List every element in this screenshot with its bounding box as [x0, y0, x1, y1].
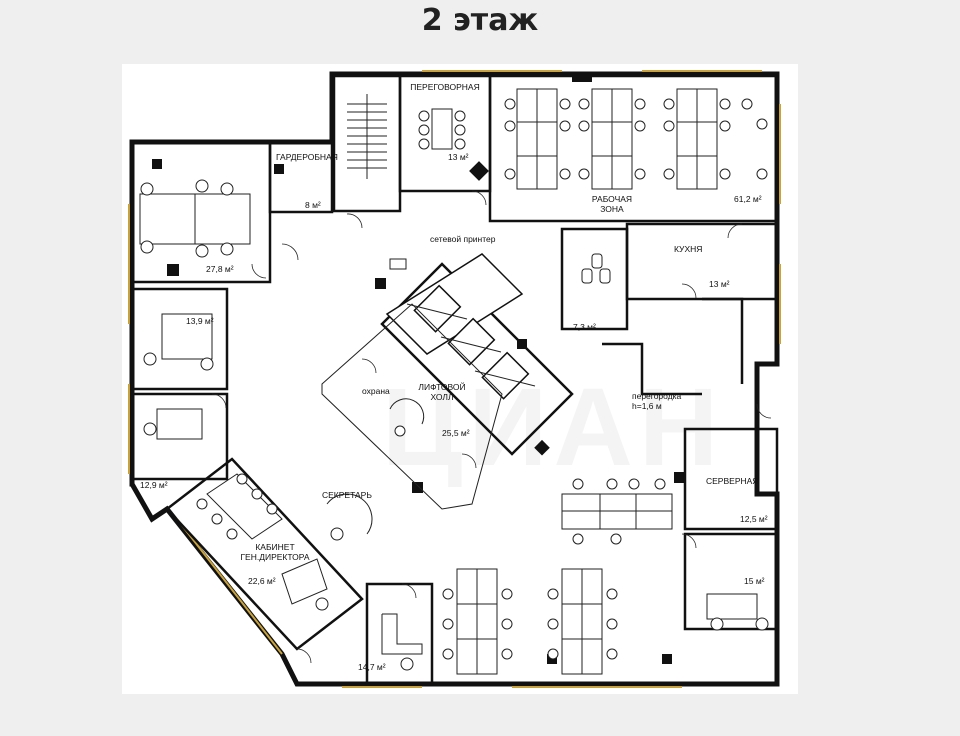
security-desk: [389, 398, 425, 425]
secretary-label: СЕКРЕТАРЬ: [322, 490, 372, 500]
work-zone-name: РАБОЧАЯ ЗОНА: [591, 194, 633, 214]
lift-hall-name: ЛИФТОВОЙ ХОЛЛ: [418, 382, 466, 402]
south-offices: [365, 568, 618, 686]
server-room-name: СЕРВЕРНАЯ: [706, 476, 759, 486]
central-table: [561, 478, 673, 545]
cloakroom-area: 8 м²: [305, 200, 321, 210]
printer-icon: [389, 258, 407, 270]
kitchen-name: КУХНЯ: [674, 244, 703, 254]
director-cabinet-name: КАБИНЕТ ГЕН.ДИРЕКТОРА: [240, 542, 310, 562]
director-cabinet: [165, 457, 364, 651]
page-title: 2 этаж: [421, 3, 539, 38]
secretary-desk: [326, 493, 373, 535]
work-zone-area: 61,2 м²: [734, 194, 762, 204]
east-service-rooms: [560, 222, 779, 396]
stair-block: [332, 74, 402, 213]
kitchen-area: 13 м²: [709, 279, 730, 289]
wc-area: 7,3 м²: [573, 322, 596, 332]
north-west-rooms: [130, 140, 334, 284]
floor-plan: [128, 70, 781, 688]
security-label: охрана: [362, 386, 390, 396]
printer-label: сетевой принтер: [430, 234, 496, 244]
office-w-area: 13,9 м²: [186, 316, 214, 326]
floor-plan-sheet: ЦИАН: [122, 64, 798, 694]
office-s-area: 14,7 м²: [358, 662, 386, 672]
director-cabinet-area: 22,6 м²: [248, 576, 276, 586]
windows: [128, 70, 781, 688]
server-room: [683, 427, 779, 631]
meeting-room-area: 13 м²: [448, 152, 469, 162]
office-se-area: 15 м²: [744, 576, 765, 586]
meeting-room: [398, 74, 492, 193]
lift-core: [321, 253, 574, 510]
partition-label: перегородка h=1,6 м: [632, 391, 682, 411]
lift-hall-area: 25,5 м²: [442, 428, 470, 438]
server-room-area: 12,5 м²: [740, 514, 768, 524]
doors: [211, 190, 772, 664]
work-zone: [488, 72, 779, 223]
meeting-room-name: ПЕРЕГОВОРНАЯ: [410, 82, 480, 92]
cloakroom-name: ГАРДЕРОБНАЯ: [276, 152, 338, 162]
office-sw-area: 12,9 м²: [140, 480, 168, 490]
west-offices: [130, 287, 229, 481]
office-nw-area: 27,8 м²: [206, 264, 234, 274]
